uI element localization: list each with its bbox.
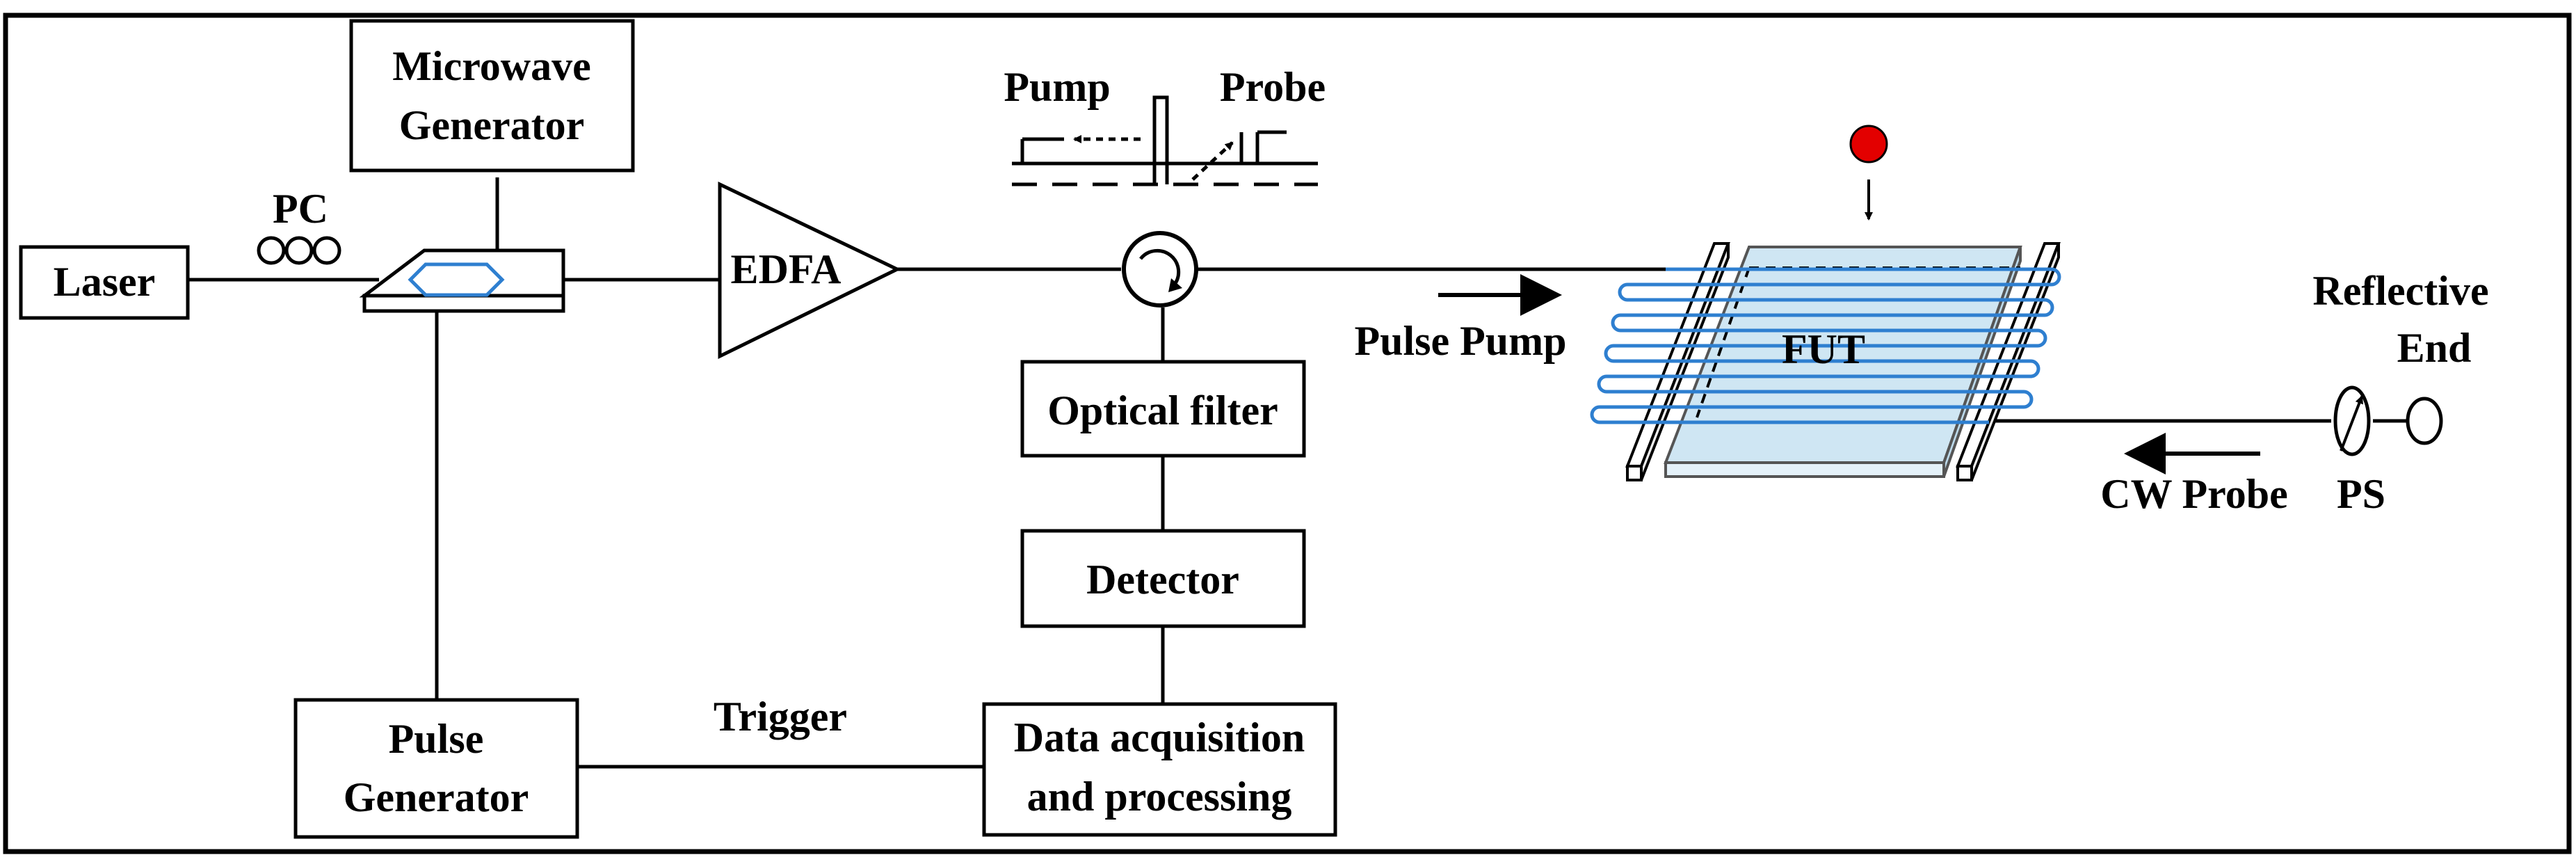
fut-label: FUT [1782, 326, 1865, 372]
detector-label: Detector [1086, 557, 1239, 602]
optical-filter-label: Optical filter [1047, 388, 1278, 433]
edfa-amplifier-icon [718, 182, 901, 360]
pc-label: PC [273, 186, 328, 232]
probe-shift-arrow [1191, 141, 1234, 181]
microwave-generator-label-line2: Generator [399, 102, 585, 148]
pump-label: Pump [1004, 64, 1110, 110]
polarization-controller-icon [257, 236, 341, 265]
microwave-generator-box [349, 19, 635, 173]
connection-lines [188, 177, 2408, 769]
data-acquisition-label-line2: and processing [1027, 774, 1292, 820]
edfa-label: EDFA [731, 246, 842, 292]
reflective-end-mirror-icon [2406, 397, 2443, 445]
circulator-icon [1122, 231, 1198, 308]
pump-probe-spectrum: Pump Probe [1004, 64, 1326, 186]
laser-label: Laser [54, 259, 156, 305]
laser-box [19, 245, 190, 320]
pulse-generator-label-line1: Pulse [389, 716, 484, 762]
cw-probe-label: CW Probe [2100, 471, 2287, 517]
reflective-end-label-line2: End [2397, 325, 2472, 371]
microwave-generator-label-line1: Microwave [392, 43, 590, 89]
detector-box [1020, 529, 1306, 628]
trigger-label: Trigger [714, 694, 847, 740]
fiber-coil [1590, 267, 2061, 424]
pulse-generator-label-line2: Generator [344, 774, 529, 820]
data-acquisition-label-line1: Data acquisition [1014, 715, 1305, 760]
fut-assembly: FUT [1590, 125, 2061, 481]
outer-frame [3, 13, 2572, 854]
polarization-scrambler-icon [2333, 385, 2371, 456]
probe-label: Probe [1220, 64, 1326, 110]
hot-spot-icon [1849, 125, 1888, 163]
ps-label: PS [2337, 471, 2385, 517]
optical-filter-box [1020, 360, 1306, 458]
electro-optic-modulator-icon [359, 248, 565, 313]
reflective-end-label-line1: Reflective [2312, 268, 2488, 314]
pulse-generator-box [293, 698, 579, 839]
data-acquisition-box [982, 702, 1337, 837]
pulse-pump-label: Pulse Pump [1354, 318, 1566, 364]
